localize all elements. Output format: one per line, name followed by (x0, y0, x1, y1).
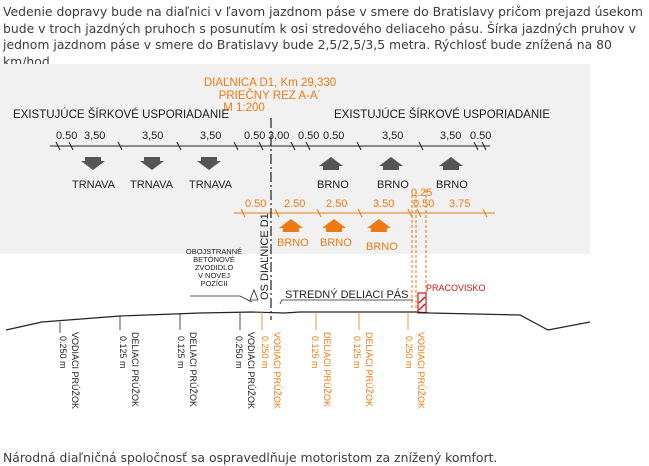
right-header: EXISTUJÚCE ŠÍRKOVÉ USPORIADANIE (334, 108, 550, 121)
marking-name-black-1: VODIACI PRÚŽOK (70, 332, 80, 409)
dim-black-6: 3,00 (268, 130, 289, 142)
dim-black-11: 0.50 (470, 130, 491, 142)
existing-dimension-line (50, 141, 490, 151)
dim-orange-3: 2.50 (326, 198, 347, 210)
dim-orange-4: 3.50 (373, 198, 394, 210)
marking-width-black-4: 0.250 m (234, 336, 244, 369)
dim-black-5: 0.50 (244, 130, 265, 142)
barrier-icon (249, 288, 259, 301)
marking-width-orange-3: 0.125 m (352, 336, 362, 369)
lane-label-brno-2: BRNO (377, 179, 409, 191)
dim-black-3: 3,50 (142, 130, 163, 142)
road-surface (5, 311, 591, 331)
barrier-note-1: OBOJSTRANNÉ (186, 247, 242, 256)
arrow-down-icon (140, 157, 164, 170)
dim-black-1: 0.50 (56, 130, 77, 142)
marking-width-black-1: 0.250 m (58, 336, 68, 369)
dim-orange-1: 0.50 (245, 198, 266, 210)
barrier-leader (190, 295, 253, 303)
lane-label-trnava-3: TRNAVA (189, 179, 233, 191)
arrow-down-icon (81, 157, 105, 170)
footer-text: Národná diaľničná spoločnosť sa ospraved… (3, 450, 498, 465)
new-lane-label-1: BRNO (277, 237, 309, 249)
barrier-note-3: ZVODIDLO (195, 263, 234, 272)
cross-section-diagram: DIAĽNICA D1, Km 29,330 PRIEČNY REZ A-A´ … (0, 64, 591, 409)
work-zone-hatch (418, 296, 426, 311)
barrier-note-2: BETÓNOVÉ (193, 255, 235, 264)
arrow-down-icon (197, 157, 221, 170)
lane-label-trnava-2: TRNAVA (130, 179, 174, 191)
diagram-title-line2: PRIEČNY REZ A-A´ (219, 89, 322, 102)
marking-name-black-2: DELIACI PRÚŽOK (130, 332, 140, 407)
marking-name-orange-3: DELIACI PRÚŽOK (364, 332, 374, 407)
barrier-note-5: POZÍCII (200, 279, 227, 288)
dim-black-2: 3,50 (84, 130, 105, 142)
lane-label-brno-3: BRNO (436, 179, 468, 191)
arrow-up-icon (439, 157, 463, 170)
dim-black-8: 0.50 (323, 130, 344, 142)
median-leader (279, 299, 413, 305)
new-lane-label-2: BRNO (320, 237, 352, 249)
dim-black-7: 0.50 (298, 130, 319, 142)
dim-orange-2: 2.50 (284, 198, 305, 210)
marking-name-orange-4: VODIACI PRÚŽOK (416, 332, 426, 409)
marking-name-black-3: DELIACI PRÚŽOK (188, 332, 198, 407)
marking-width-black-3: 0.125 m (176, 336, 186, 369)
dim-orange-7: 3.75 (449, 198, 470, 210)
arrow-up-icon (279, 219, 303, 232)
axis-label: OS DIAĽNICE D1 (259, 213, 271, 300)
barrier-note-4: V NOVEJ (198, 271, 230, 280)
marking-width-orange-4: 0.250 m (404, 336, 414, 369)
diagram-title-line1: DIAĽNICA D1, Km 29,330 (204, 77, 336, 89)
marking-name-black-4: VODIACI PRÚŽOK (246, 332, 256, 409)
work-zone-label: PRACOVISKO (426, 283, 486, 293)
arrow-up-icon (319, 157, 343, 170)
marking-width-orange-1: 0.250 m (260, 336, 270, 369)
marking-width-orange-2: 0.125 m (310, 336, 320, 369)
median-label: STREDNÝ DELIACI PÁS (285, 288, 408, 301)
lane-label-brno-1: BRNO (317, 179, 349, 191)
lane-label-trnava-1: TRNAVA (72, 179, 116, 191)
left-header: EXISTUJÚCE ŠÍRKOVÉ USPORIADANIE (13, 108, 229, 121)
marking-name-orange-1: VODIACI PRÚŽOK (272, 332, 282, 409)
new-dimension-line (234, 190, 495, 310)
dim-orange-6: 0.50 (413, 198, 434, 210)
dim-black-9: 3,50 (382, 130, 403, 142)
arrow-up-icon (367, 219, 391, 232)
diagram-title-line3: M 1:200 (223, 102, 265, 114)
dim-black-4: 3,50 (200, 130, 221, 142)
dim-black-10: 3,50 (440, 130, 461, 142)
marking-name-orange-2: DELIACI PRÚŽOK (322, 332, 332, 407)
arrow-up-icon (322, 219, 346, 232)
new-lane-label-3: BRNO (366, 241, 398, 253)
intro-text: Vedenie dopravy bude na diaľnici v ľavom… (3, 4, 643, 69)
dim-orange-5: 0.25 (411, 187, 432, 199)
arrow-up-icon (379, 157, 403, 170)
marking-width-black-2: 0.125 m (118, 336, 128, 369)
